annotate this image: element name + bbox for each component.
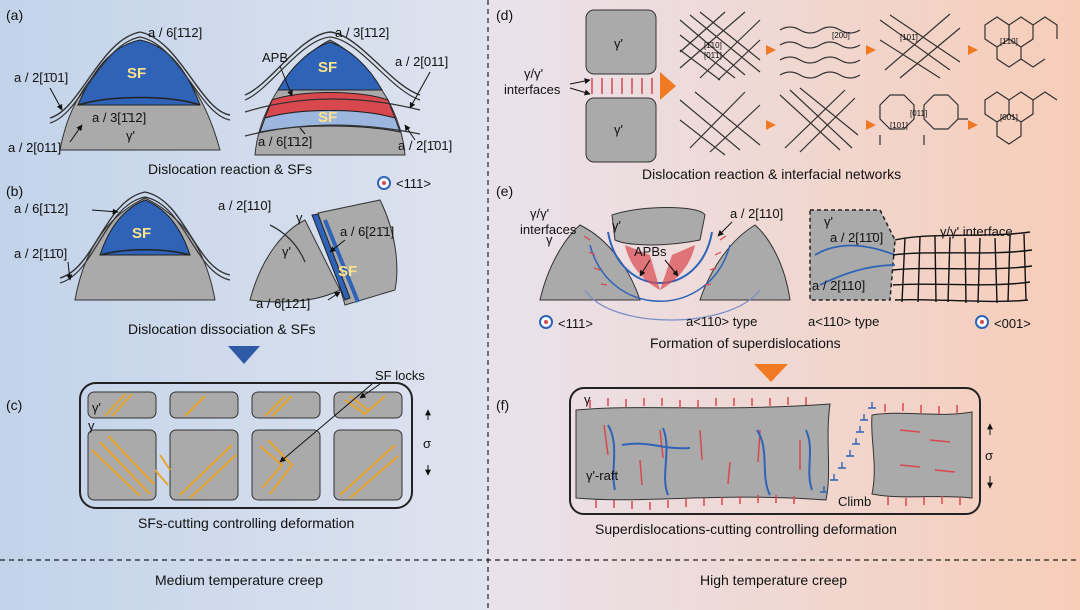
footer-right: High temperature creep <box>700 572 847 588</box>
svg-text:[1̄10]: [1̄10] <box>704 41 722 50</box>
svg-text:[011]: [011] <box>910 109 927 118</box>
gamma-prime-a1: γ' <box>126 128 135 143</box>
vector-a7: a / 6[1̄12] <box>258 134 312 149</box>
svg-text:[001]: [001] <box>1000 113 1018 122</box>
caption-e: Formation of superdislocations <box>650 335 841 351</box>
svg-text:γ/γ': γ/γ' <box>530 206 549 221</box>
vector-a5: a / 3[1̄12] <box>335 25 389 40</box>
svg-text:a / 2[11̄0]: a / 2[11̄0] <box>830 230 883 245</box>
svg-text:γ': γ' <box>824 214 833 229</box>
svg-text:a<110> type: a<110> type <box>686 314 757 329</box>
panel-d: (d) γ' γ' γ/γ' interfaces <box>496 7 1058 182</box>
svg-text:γ: γ <box>88 418 95 433</box>
panel-c: (c) γ' γ SF locks σ <box>6 368 431 531</box>
svg-text:a<110> type: a<110> type <box>808 314 879 329</box>
panel-f: (f) γ γ'-raft Climb σ Superdislocations-… <box>496 387 993 537</box>
climb-label: Climb <box>838 494 871 509</box>
vector-b5: a / 6[121] <box>256 296 310 311</box>
svg-text:[200]: [200] <box>832 31 850 40</box>
caption-b: Dislocation dissociation & SFs <box>128 321 316 337</box>
svg-text:γ': γ' <box>612 218 621 233</box>
svg-text:SF: SF <box>132 225 151 242</box>
panel-b-label: (b) <box>6 183 23 199</box>
caption-c: SFs-cutting controlling deformation <box>138 515 354 531</box>
svg-text:σ: σ <box>985 448 993 463</box>
svg-text:γ': γ' <box>614 122 623 137</box>
networks <box>679 11 1058 156</box>
svg-text:interfaces: interfaces <box>520 222 577 237</box>
footer-left: Medium temperature creep <box>155 572 323 588</box>
vector-a8: a / 2[1̄01] <box>398 138 452 153</box>
panel-a: (a) SF a / 6[1̄12] a / 2[1̄01] a / 3[1̄1… <box>6 7 452 191</box>
svg-text:interfaces: interfaces <box>504 82 561 97</box>
svg-text:SF: SF <box>318 59 337 76</box>
svg-text:γ': γ' <box>282 244 291 259</box>
sf-traces <box>91 393 399 499</box>
panel-b: (b) SF a / 6[1̄12] a / 2[11̄0] a / 2[110… <box>6 183 398 337</box>
climb-steps <box>820 402 876 493</box>
svg-text:γ': γ' <box>92 400 101 415</box>
svg-text:a / 2[110]: a / 2[110] <box>812 278 865 293</box>
vector-b2: a / 2[11̄0] <box>14 246 67 261</box>
svg-text:γ: γ <box>296 210 303 225</box>
raft-label: γ'-raft <box>586 468 618 483</box>
svg-text:<111>: <111> <box>558 316 593 331</box>
svg-text:γ': γ' <box>614 36 623 51</box>
vector-b3: a / 2[110] <box>218 198 271 213</box>
right-background <box>488 0 1080 610</box>
panel-d-label: (d) <box>496 7 513 23</box>
panel-a-label: (a) <box>6 7 23 23</box>
vector-a1: a / 6[1̄12] <box>148 25 202 40</box>
panel-e: (e) γ/γ' interfaces γ γ' APBs a / 2[110]… <box>496 183 1033 351</box>
apb-label: APB <box>262 50 288 65</box>
vector-a6: a / 2[011] <box>395 54 448 69</box>
vector-a4: a / 2[011] <box>8 140 61 155</box>
svg-text:[101̄]: [101̄] <box>900 33 918 42</box>
svg-text:<001>: <001> <box>994 316 1031 331</box>
svg-text:γ: γ <box>546 232 553 247</box>
caption-d: Dislocation reaction & interfacial netwo… <box>642 166 901 182</box>
svg-text:γ/γ': γ/γ' <box>524 66 543 81</box>
svg-text:σ: σ <box>423 436 431 451</box>
svg-text:γ: γ <box>584 392 591 407</box>
svg-text:a / 2[110]: a / 2[110] <box>730 206 783 221</box>
svg-text:[01̄1]: [01̄1] <box>704 51 722 60</box>
svg-text:SF: SF <box>338 263 357 280</box>
svg-text:γ/γ' interface: γ/γ' interface <box>940 224 1013 239</box>
dislocation-a1 <box>49 31 231 119</box>
vector-a2: a / 2[1̄01] <box>14 70 68 85</box>
panel-f-label: (f) <box>496 397 509 413</box>
interface-network <box>892 231 1033 304</box>
axis-a: <111> <box>396 176 431 191</box>
vector-b4: a / 6[21̄1] <box>340 224 394 239</box>
vector-a3: a / 3[1̄12] <box>92 110 146 125</box>
sf-label-a1: SF <box>127 65 146 82</box>
caption-a: Dislocation reaction & SFs <box>148 161 312 177</box>
apbs-label: APBs <box>634 244 667 259</box>
svg-text:SF: SF <box>318 109 337 126</box>
svg-text:[1̄10]: [1̄10] <box>1000 37 1018 46</box>
caption-f: Superdislocations-cutting controlling de… <box>595 521 897 537</box>
panel-e-label: (e) <box>496 183 513 199</box>
panel-c-label: (c) <box>6 397 22 413</box>
svg-text:[101]: [101] <box>890 121 908 130</box>
down-arrow-left <box>228 346 260 364</box>
vector-b1: a / 6[1̄12] <box>14 201 68 216</box>
down-arrow-right <box>754 364 788 382</box>
sf-locks-label: SF locks <box>375 368 425 383</box>
